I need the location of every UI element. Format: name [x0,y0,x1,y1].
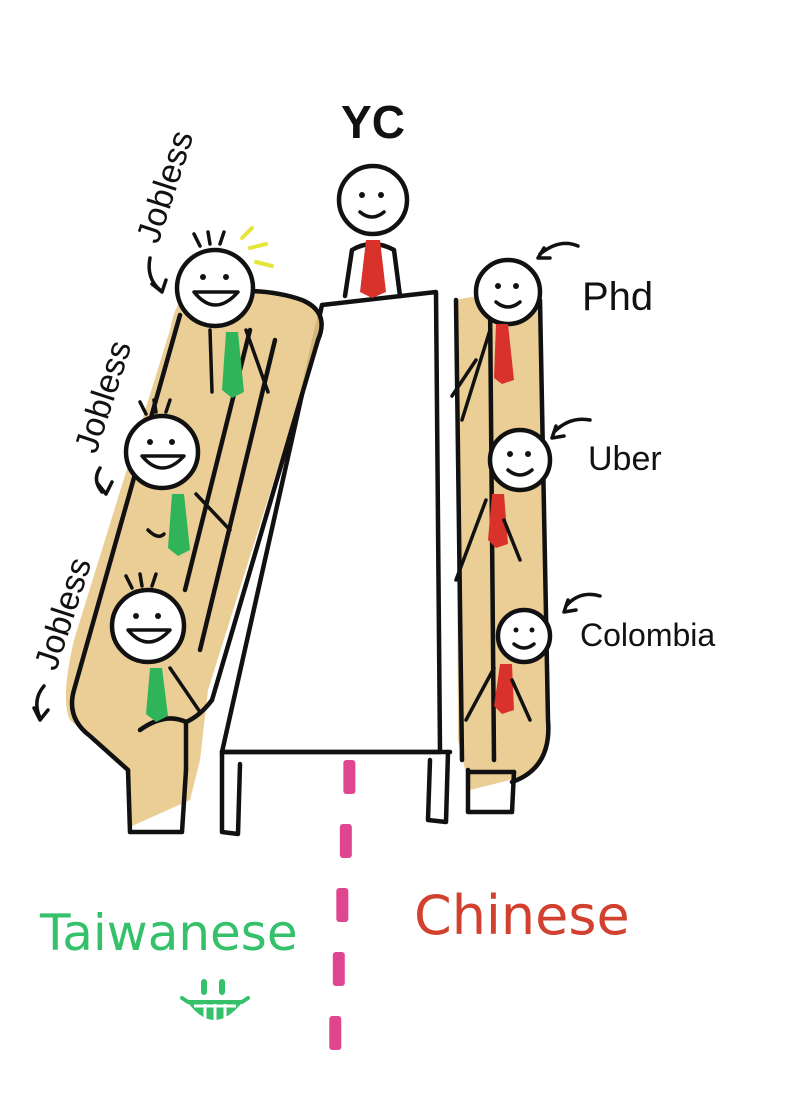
divider-dash [332,952,345,986]
jobless-label-1: Jobless [129,126,201,247]
right-person-uber [454,427,553,582]
pointer-arrows [32,241,602,722]
chinese-label: Chinese [414,884,630,947]
phd-label: Phd [582,275,653,319]
yc-label: YC [341,96,405,148]
colombia-label: Colombia [580,617,715,653]
right-person-phd [450,257,543,422]
right-person-colombia [464,607,553,722]
uber-label: Uber [588,440,662,478]
yc-person [336,163,410,299]
divider-dash [329,1016,342,1050]
taiwanese-label: Taiwanese [39,904,298,962]
left-person-1 [174,226,274,398]
divider-dash [339,824,352,858]
divider-dash [343,760,356,794]
left-person-3 [109,572,202,722]
divider-dash [336,888,349,922]
grinning-face-icon [180,979,250,1022]
left-person-2 [123,398,232,556]
